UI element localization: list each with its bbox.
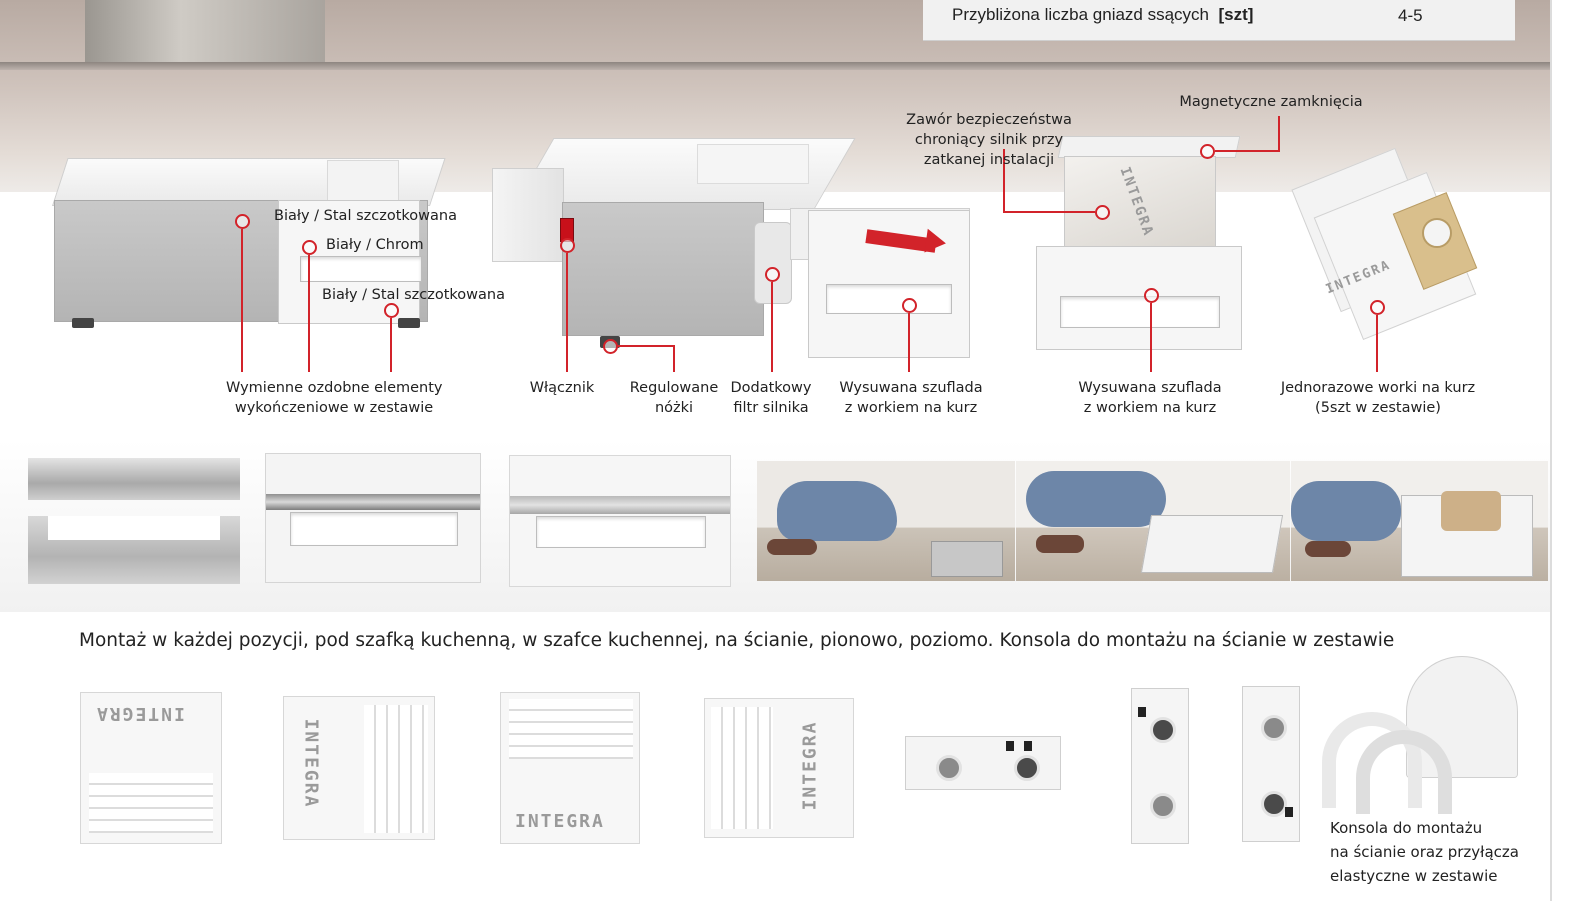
label-finish-brushed-steel-2: Biały / Stal szczotkowana (322, 287, 505, 303)
label-finish-brushed-steel-1: Biały / Stal szczotkowana (274, 208, 457, 224)
orientation-4-brand: INTEGRA (799, 720, 821, 811)
dust-bags: INTEGRA (1276, 147, 1486, 341)
orientation-3-brand: INTEGRA (515, 811, 605, 832)
usage-photo-2 (1016, 461, 1290, 581)
page-right-margin (1550, 0, 1573, 901)
motor-filter-grille (754, 222, 792, 304)
orientation-1-brand: INTEGRA (95, 703, 185, 724)
usage-photo-3 (1291, 461, 1548, 581)
label-finish-chrome: Biały / Chrom (326, 237, 424, 253)
label-magnetic-closure: Magnetyczne zamknięcia (1179, 94, 1363, 110)
product-drawer-with-bag: INTEGRA (1034, 132, 1244, 352)
orientation-4: INTEGRA (704, 698, 854, 838)
marker-magnet (1200, 144, 1215, 159)
marker-bags (1370, 300, 1385, 315)
decor-panel-handle (300, 256, 422, 282)
cabinet-front (85, 0, 325, 64)
brand-logo-top (327, 160, 399, 202)
orientation-5 (905, 736, 1061, 790)
spec-value: 4-5 (1398, 6, 1423, 25)
product-unit-open-drawer (492, 138, 972, 358)
orientation-7 (1242, 686, 1300, 842)
marker-drawer-b (1144, 288, 1159, 303)
brand-logo-top-2 (697, 144, 809, 184)
marker-drawer-a (902, 298, 917, 313)
spec-table-row (923, 0, 1515, 41)
orientation-2: INTEGRA (283, 696, 435, 840)
marker-finish-1 (235, 214, 250, 229)
label-dust-bags: Jednorazowe worki na kurz(5szt w zestawi… (1280, 380, 1476, 416)
finish-panel-chrome (265, 453, 481, 583)
finish-panel-brushed-steel-2 (509, 455, 731, 587)
spec-unit: [szt] (1218, 5, 1254, 24)
orientation-2-brand: INTEGRA (300, 718, 322, 809)
finish-panel-brushed-steel (28, 458, 240, 584)
marker-filter (765, 267, 780, 282)
label-switch: Włącznik (529, 380, 595, 396)
console-caption: Konsola do montażu na ścianie oraz przył… (1330, 819, 1519, 885)
orientation-3: INTEGRA (500, 692, 640, 844)
orientation-6 (1131, 688, 1189, 844)
marker-finish-2 (302, 240, 317, 255)
usage-photo-1 (757, 461, 1015, 581)
marker-feet (603, 339, 618, 354)
cabinet-plinth (0, 62, 1550, 70)
marker-switch (560, 238, 575, 253)
orientation-1: INTEGRA (80, 692, 222, 844)
spec-label: Przybliżona liczba gniazd ssących [szt] (952, 5, 1254, 24)
marker-finish-3 (384, 303, 399, 318)
marker-valve (1095, 205, 1110, 220)
mounting-description: Montaż w każdej pozycji, pod szafką kuch… (79, 630, 1395, 651)
